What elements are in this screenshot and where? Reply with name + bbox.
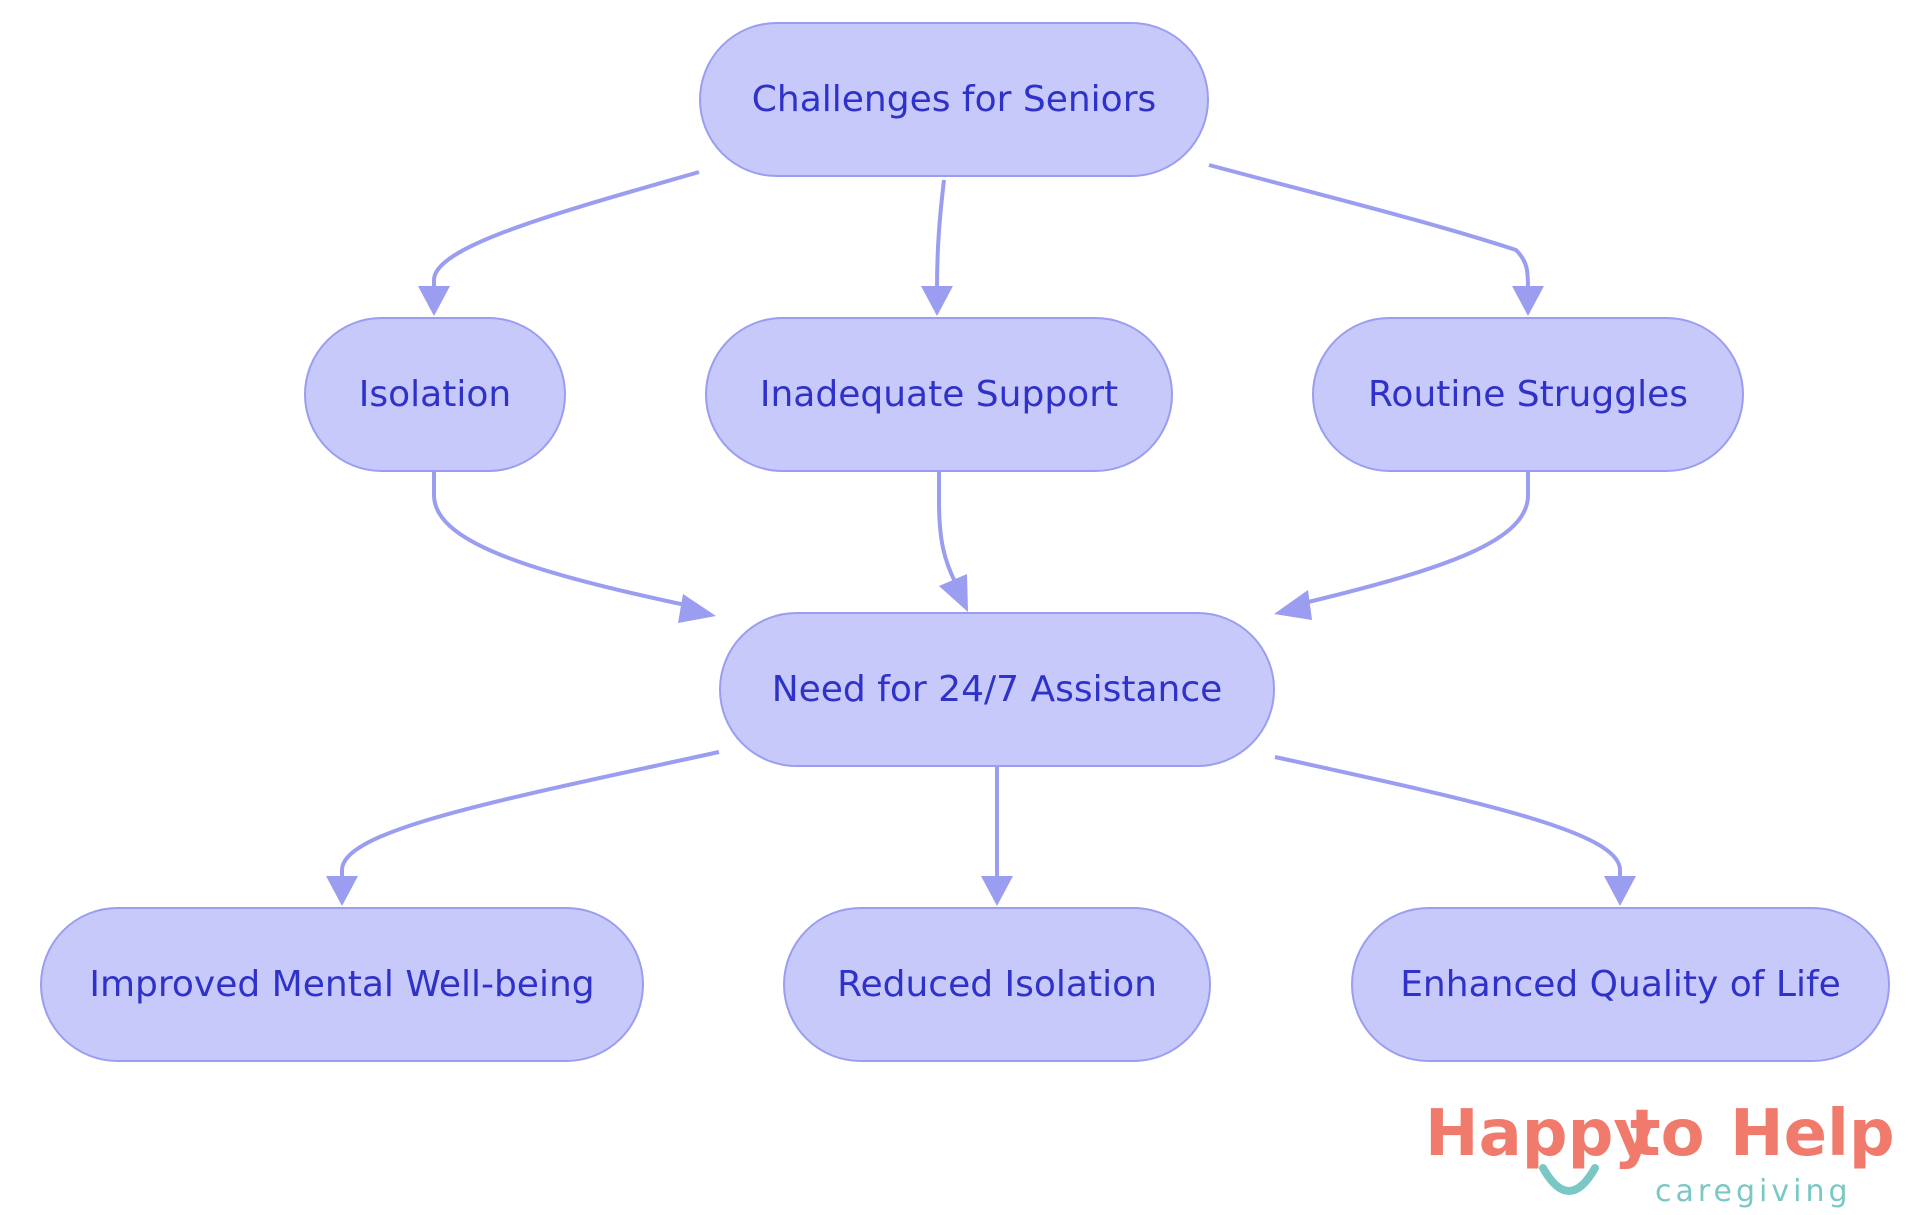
node-label: Inadequate Support: [759, 374, 1119, 415]
edge-isolation-to-need: [432, 472, 691, 608]
edge-challenges-to-routine: [1208, 163, 1530, 291]
node-improved-mental-well-being: Improved Mental Well-being: [40, 907, 644, 1062]
logo-word-happy: Happy: [1425, 1097, 1656, 1171]
node-label: Routine Struggles: [1368, 374, 1688, 415]
arrowhead-inadequate-support: [921, 286, 953, 316]
node-label: Challenges for Seniors: [751, 79, 1157, 120]
node-label: Reduced Isolation: [837, 964, 1157, 1005]
logo-word-to: to: [1630, 1097, 1705, 1171]
edge-challenges-to-inadequate-support: [935, 179, 946, 291]
node-routine-struggles: Routine Struggles: [1312, 317, 1744, 472]
smile-icon: [1539, 1164, 1599, 1195]
node-label: Improved Mental Well-being: [89, 964, 595, 1005]
arrowhead-need-right: [1274, 590, 1312, 620]
edge-need-to-enhanced: [1274, 755, 1622, 880]
node-challenges-for-seniors: Challenges for Seniors: [699, 22, 1209, 177]
arrowhead-need-left: [678, 594, 716, 623]
arrowhead-reduced: [981, 876, 1013, 906]
arrowhead-enhanced: [1604, 876, 1636, 906]
node-isolation: Isolation: [304, 317, 566, 472]
node-inadequate-support: Inadequate Support: [705, 317, 1173, 472]
node-label: Need for 24/7 Assistance: [771, 669, 1223, 710]
logo-word-help: Help: [1730, 1097, 1895, 1171]
node-enhanced-quality-of-life: Enhanced Quality of Life: [1351, 907, 1890, 1062]
edge-challenges-to-isolation: [432, 170, 700, 312]
node-label: Isolation: [358, 374, 512, 415]
edge-need-to-improved: [340, 750, 720, 880]
arrowhead-need-center: [939, 574, 968, 612]
logo-tagline: caregiving: [1655, 1174, 1852, 1209]
node-label: Enhanced Quality of Life: [1400, 964, 1841, 1005]
edge-routine-to-need: [1299, 472, 1530, 606]
edge-inadequate-to-need: [937, 472, 958, 585]
node-need-for-assistance: Need for 24/7 Assistance: [719, 612, 1275, 767]
arrowhead-routine: [1512, 286, 1544, 316]
arrowhead-isolation: [418, 286, 450, 316]
brand-logo: Happy to Help caregiving: [1425, 1097, 1895, 1210]
arrowhead-improved: [326, 876, 358, 906]
node-reduced-isolation: Reduced Isolation: [783, 907, 1211, 1062]
